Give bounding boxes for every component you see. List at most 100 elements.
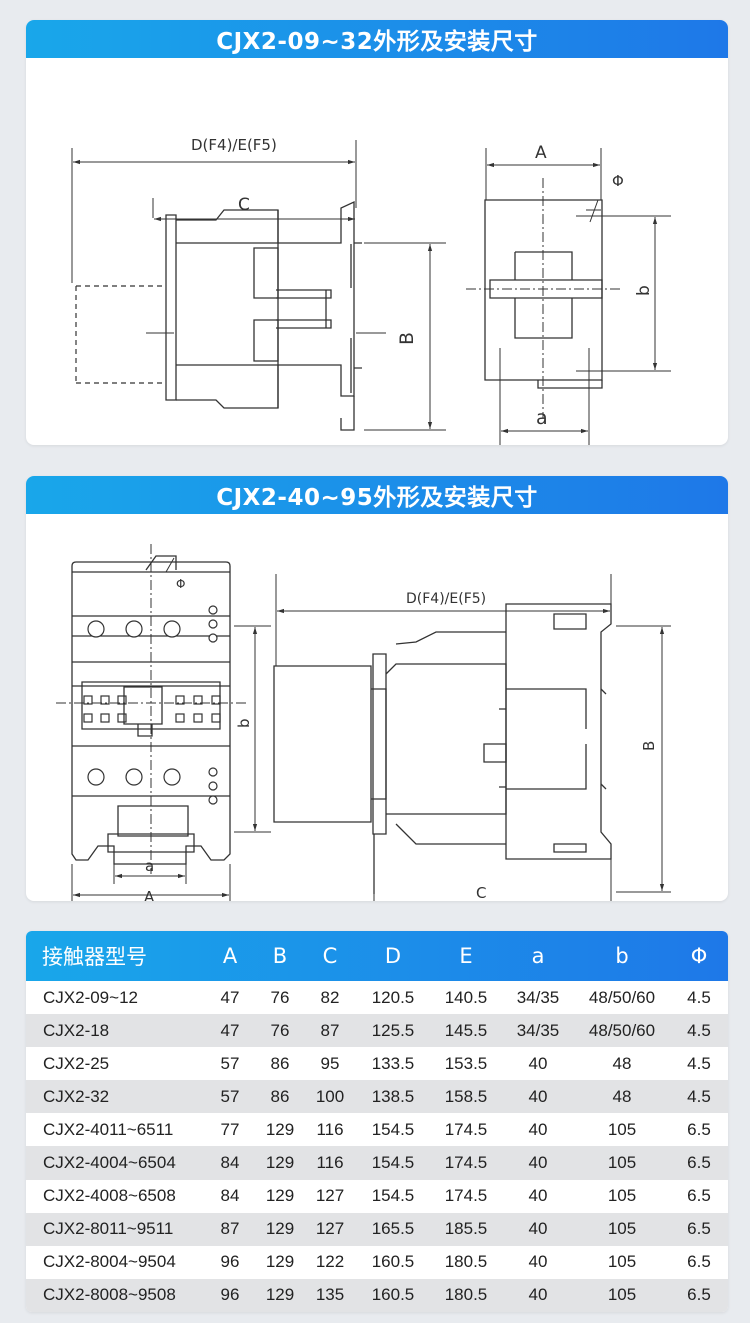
dim-label-b: B [640,741,658,751]
cell-e: 180.5 [444,1285,488,1305]
cell-phi: 6.5 [687,1186,711,1206]
cell-c: 122 [315,1252,345,1272]
cell-c: 82 [320,987,340,1007]
cell-a-upper: 96 [220,1252,240,1272]
cell-b-upper: 76 [270,987,290,1007]
dimension-drawing-09-32: D(F4)/E(F5) C B A Φ b a [71,136,671,445]
cell-model: CJX2-4008~6508 [43,1186,176,1206]
cell-a-upper: 57 [220,1086,240,1106]
cell-a-upper: 77 [220,1119,240,1139]
cell-b-lower: 105 [607,1153,637,1173]
cell-b-lower: 105 [607,1119,637,1139]
cell-c: 95 [320,1053,340,1073]
section-title: CJX2-40~95外形及安装尺寸 [26,476,728,514]
cell-phi: 6.5 [687,1285,711,1305]
dim-label-a-upper: A [535,143,547,163]
dim-label-b-lower: b [235,718,253,728]
cell-phi: 4.5 [687,1053,711,1073]
cell-c: 116 [316,1153,344,1173]
cell-e: 185.5 [444,1219,488,1239]
cell-a-lower: 34/35 [516,987,560,1007]
cell-e: 174.5 [444,1119,488,1139]
dimension-drawing-40-95: Φ b a A D(F4) [56,544,671,901]
section-title: CJX2-09~32外形及安装尺寸 [26,20,728,58]
cell-a-lower: 40 [528,1285,548,1305]
cell-d: 160.5 [371,1252,415,1272]
cell-phi: 4.5 [687,1086,711,1106]
cell-b-upper: 86 [270,1053,290,1073]
cell-b-lower: 48 [612,1053,632,1073]
cell-b-upper: 129 [265,1186,295,1206]
cell-e: 174.5 [444,1186,488,1206]
cell-b-lower: 105 [607,1186,637,1206]
cell-phi: 4.5 [687,987,711,1007]
dim-label-a-lower: a [145,857,154,875]
cell-a-upper: 84 [220,1153,240,1173]
cell-c: 135 [315,1285,345,1305]
cell-model: CJX2-8004~9504 [43,1252,176,1272]
cell-phi: 6.5 [687,1153,711,1173]
dim-label-b-lower: b [634,285,654,296]
cell-d: 154.5 [371,1186,415,1206]
cell-b-upper: 129 [265,1219,295,1239]
dim-label-a-upper: A [144,888,155,901]
cell-a-upper: 47 [220,987,240,1007]
cell-phi: 6.5 [687,1252,711,1272]
cell-b-lower: 105 [607,1219,637,1239]
dim-label-b: B [396,332,418,345]
cell-b-upper: 129 [265,1285,295,1305]
header-phi: Φ [690,944,708,968]
cell-c: 127 [315,1219,345,1239]
cell-model: CJX2-8008~9508 [43,1285,176,1305]
cell-a-lower: 40 [528,1119,548,1139]
cell-a-upper: 47 [220,1020,240,1040]
cell-b-lower: 105 [607,1285,637,1305]
cell-e: 174.5 [444,1153,488,1173]
cell-d: 154.5 [371,1153,415,1173]
cell-b-lower: 48/50/60 [588,987,656,1007]
cell-phi: 4.5 [687,1020,711,1040]
dim-label-df: D(F4)/E(F5) [406,591,486,607]
cell-d: 160.5 [371,1285,415,1305]
header-e: E [459,944,473,968]
cell-b-upper: 76 [270,1020,290,1040]
header-c: C [322,944,338,968]
cell-b-lower: 105 [607,1252,637,1272]
cell-c: 87 [320,1020,340,1040]
cell-b-lower: 48/50/60 [588,1020,656,1040]
dim-label-phi: Φ [612,172,624,190]
cell-a-lower: 34/35 [516,1020,560,1040]
cell-c: 127 [315,1186,345,1206]
cell-e: 153.5 [444,1053,488,1073]
cell-a-upper: 87 [220,1219,240,1239]
cell-e: 180.5 [444,1252,488,1272]
cell-d: 154.5 [371,1119,415,1139]
cell-model: CJX2-4004~6504 [43,1153,176,1173]
cell-a-lower: 40 [528,1086,548,1106]
dim-label-df: D(F4)/E(F5) [191,136,277,154]
cell-b-lower: 48 [612,1086,632,1106]
cell-a-lower: 40 [528,1153,548,1173]
cell-a-upper: 57 [220,1053,240,1073]
cell-model: CJX2-8011~9511 [43,1219,174,1239]
dim-label-a-lower: a [536,407,548,429]
dim-label-c: C [238,195,250,215]
header-model: 接触器型号 [42,945,147,969]
cell-model: CJX2-32 [43,1086,110,1106]
cell-a-lower: 40 [528,1219,548,1239]
header-b-upper: B [272,944,288,968]
cell-d: 133.5 [371,1053,415,1073]
cell-model: CJX2-4011~6511 [43,1119,174,1139]
cell-b-upper: 129 [265,1252,295,1272]
table-header-row: 接触器型号 A B C D E a b Φ [26,931,728,981]
